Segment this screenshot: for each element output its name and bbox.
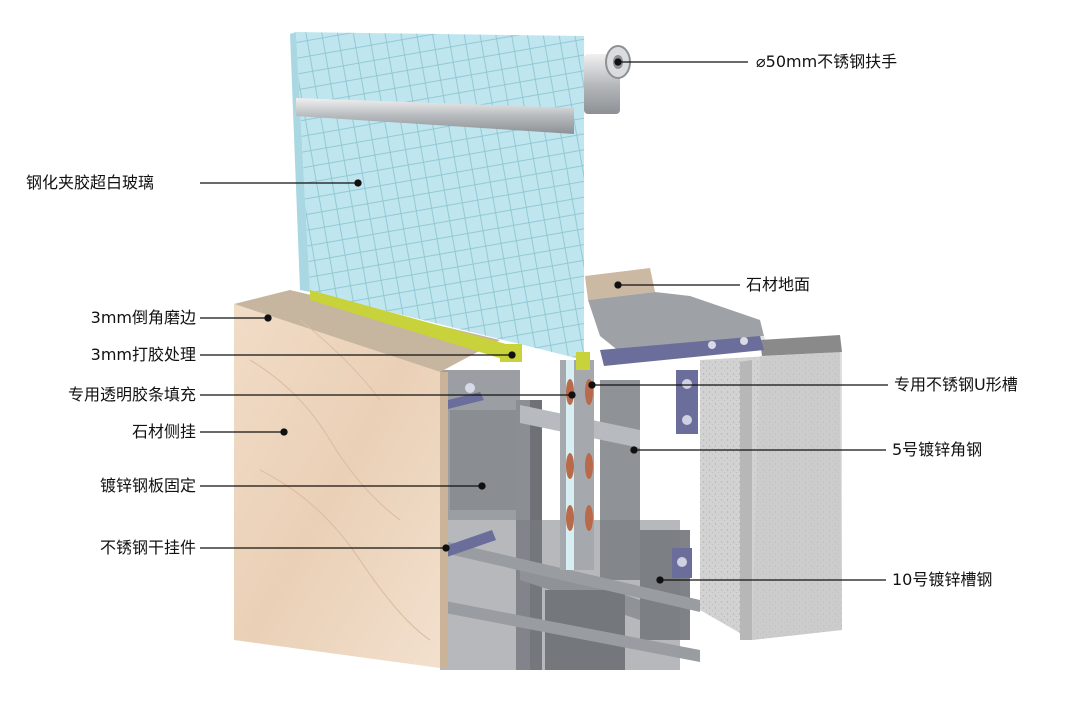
- concrete-structure: [700, 352, 842, 640]
- u-channel: [560, 360, 594, 570]
- leader-lines: [200, 58, 888, 584]
- label-chamfer: 3mm倒角磨边: [90, 308, 196, 327]
- label-dry-hanger: 不锈钢干挂件: [99, 538, 196, 557]
- label-filler-strip: 专用透明胶条填充: [67, 385, 196, 404]
- label-angle-steel: 5号镀锌角钢: [892, 440, 983, 459]
- label-steel-plate: 镀锌钢板固定: [99, 476, 196, 495]
- label-channel-steel: 10号镀锌槽钢: [892, 570, 993, 589]
- label-glue: 3mm打胶处理: [90, 345, 196, 364]
- label-u-channel: 专用不锈钢U形槽: [894, 375, 1018, 394]
- label-glass: 钢化夹胶超白玻璃: [26, 173, 155, 192]
- label-stone-floor: 石材地面: [746, 275, 811, 294]
- label-stone-side: 石材侧挂: [131, 422, 196, 441]
- label-handrail: ⌀50mm不锈钢扶手: [756, 52, 898, 71]
